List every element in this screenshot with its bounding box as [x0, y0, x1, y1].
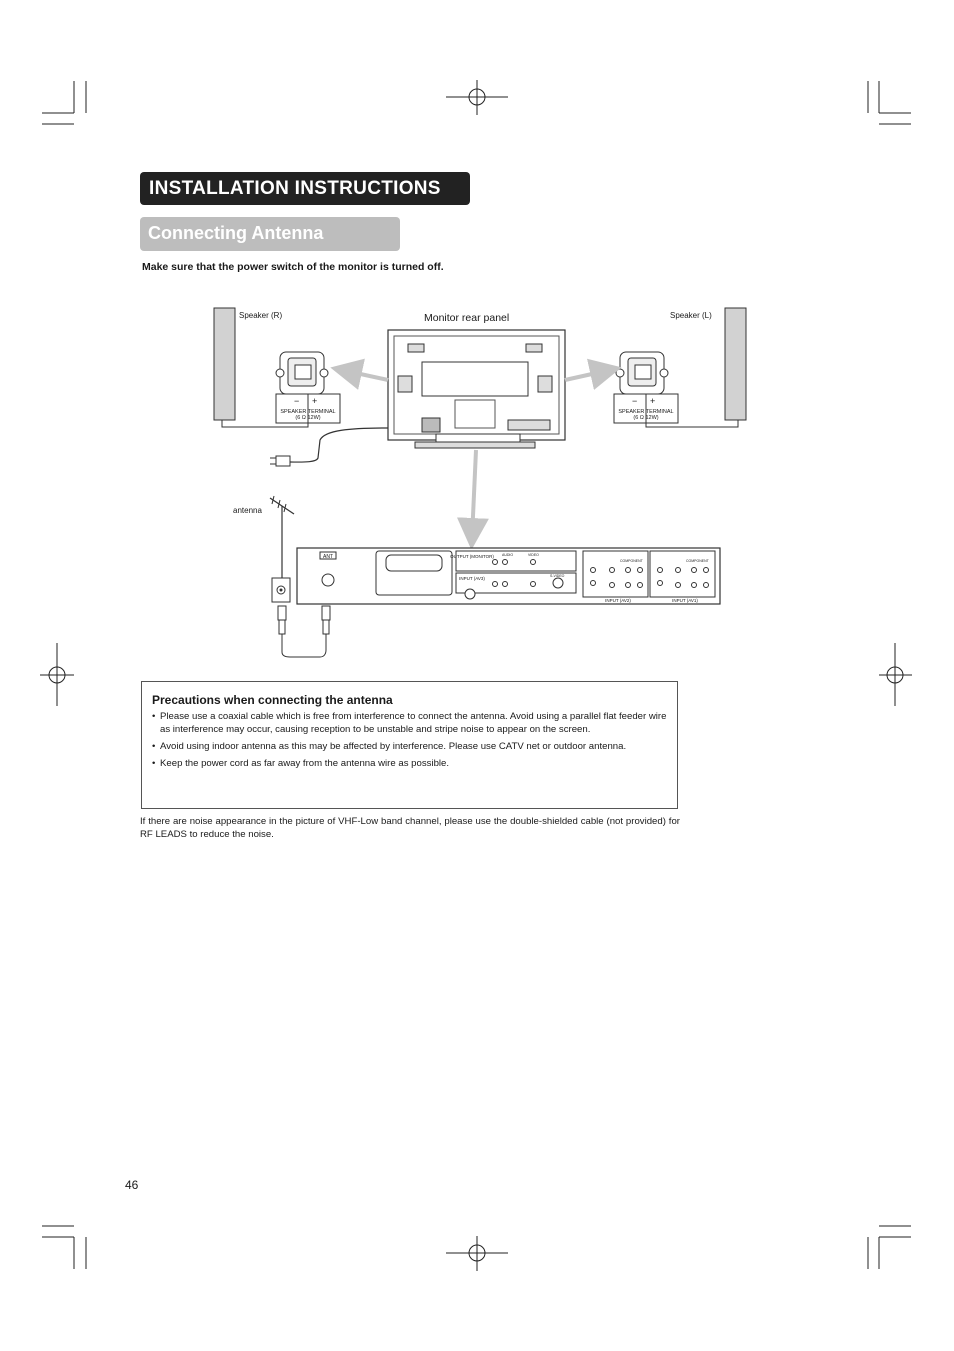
precaution-item: Please use a coaxial cable which is free…: [152, 710, 667, 736]
power-plug: [270, 455, 291, 467]
precautions-title: Precautions when connecting the antenna: [152, 693, 393, 707]
output-monitor-label: OUTPUT (MONITOR): [450, 554, 494, 559]
speaker-r-wire: [221, 394, 309, 428]
speaker-r-minus: −: [294, 396, 299, 406]
speaker-r-plus: +: [312, 396, 317, 406]
power-warning: Make sure that the power switch of the m…: [142, 261, 444, 273]
input-av3-label: INPUT (AV3): [459, 576, 485, 581]
ant-label: ANT: [323, 554, 333, 560]
connection-diagram: Speaker (R) Speaker (L) Monitor rear pan…: [213, 307, 747, 658]
video-label: VIDEO: [528, 553, 539, 557]
speaker-l-plus: +: [650, 396, 655, 406]
precautions-box: Precautions when connecting the antenna …: [141, 681, 678, 809]
monitor-rear-panel: [387, 329, 566, 449]
antenna-label: antenna: [233, 506, 262, 515]
wall-outlet: [271, 577, 291, 603]
arrow-to-speaker-l: [564, 358, 622, 390]
antenna-icon: [269, 495, 295, 578]
subsection-title: Connecting Antenna: [148, 223, 324, 243]
monitor-rear-panel-label: Monitor rear panel: [424, 312, 509, 324]
coax-cable: [277, 605, 331, 658]
power-cord: [289, 427, 389, 463]
precautions-list: Please use a coaxial cable which is free…: [152, 710, 667, 774]
s-video-label: S-VIDEO: [550, 574, 565, 578]
speaker-l-label: Speaker (L): [670, 311, 712, 320]
component-label-av1: COMPONENT: [686, 559, 710, 563]
speaker-left: − + SPEAKER TERMINAL (6 Ω 12W): [613, 307, 747, 424]
precaution-item: Keep the power cord as far away from the…: [152, 757, 667, 770]
section-banner: INSTALLATION INSTRUCTIONS: [140, 172, 470, 205]
speaker-l-wire: [645, 394, 739, 428]
precaution-item: Avoid using indoor antenna as this may b…: [152, 740, 667, 753]
terminal-panel: ANT OUTPUT (MONITOR) INPUT (AV3) AUDIO V…: [296, 547, 721, 605]
arrow-to-speaker-r: [330, 358, 389, 390]
input-av1-label: INPUT (AV1): [672, 598, 698, 603]
component-label-av2: COMPONENT: [620, 559, 644, 563]
subsection-banner: Connecting Antenna: [140, 217, 400, 251]
input-av2-label: INPUT (AV2): [605, 598, 631, 603]
page-number: 46: [125, 1178, 139, 1192]
speaker-right: − + SPEAKER TERMINAL (6 Ω 12W): [213, 307, 341, 424]
section-title: INSTALLATION INSTRUCTIONS: [149, 178, 441, 199]
speaker-l-minus: −: [632, 396, 637, 406]
arrow-to-terminal-panel: [456, 449, 489, 550]
noise-note: If there are noise appearance in the pic…: [140, 816, 680, 840]
audio-label: AUDIO: [502, 553, 513, 557]
speaker-r-label: Speaker (R): [239, 311, 282, 320]
